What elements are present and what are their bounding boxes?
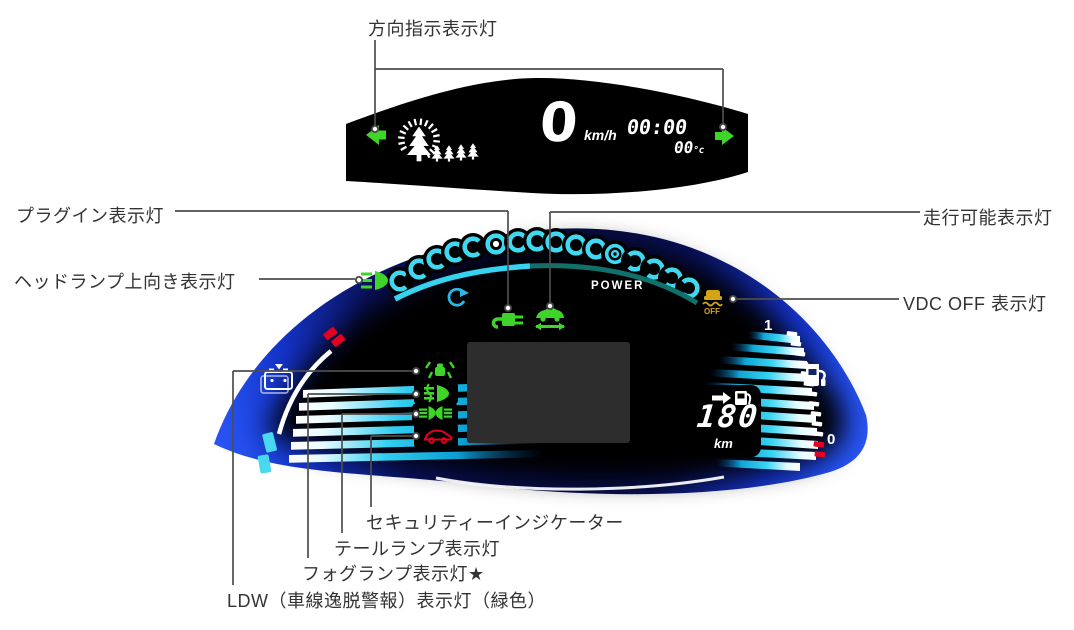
top-display	[346, 77, 748, 195]
callout-line-security	[370, 435, 412, 507]
power-gauge-label: POWER	[591, 280, 645, 292]
left-turn-arrow-icon	[366, 125, 386, 145]
fog-lamp-indicator-icon	[424, 383, 449, 403]
vdc-off-icon-text: OFF	[704, 307, 720, 316]
callout-plug-in: プラグイン表示灯	[16, 206, 164, 226]
callout-tail-lamp: テールランプ表示灯	[334, 539, 500, 559]
callout-line-fog	[307, 393, 412, 558]
callout-line-turn-signal	[374, 40, 724, 127]
charge-low-segment	[262, 432, 277, 453]
callout-line-tail	[341, 413, 412, 533]
right-turn-arrow-icon	[715, 127, 734, 145]
range-to-empty-icon	[712, 391, 752, 405]
cluster-bottom-highlight	[435, 475, 725, 491]
power-arc-right	[529, 263, 699, 306]
vdc-off-indicator-icon	[702, 290, 723, 307]
power-arc-left	[393, 263, 531, 302]
center-info-screen	[467, 342, 630, 443]
callout-lines	[175, 40, 920, 585]
callout-security: セキュリティーインジケーター	[366, 513, 624, 533]
charge-limit-segment	[323, 326, 338, 341]
ldw-indicator-icon	[425, 361, 455, 379]
security-indicator-icon	[424, 429, 453, 444]
regen-arrows-icon	[447, 287, 469, 307]
fuel-gauge-empty-mark: 0	[827, 431, 836, 448]
charge-low-segment	[257, 454, 272, 474]
power-ring-gauge	[386, 227, 703, 302]
tail-lamp-indicator-icon	[419, 406, 452, 420]
callout-line-ldw	[232, 370, 412, 585]
temperature-unit: °c	[692, 145, 706, 156]
speed-value: 0	[537, 91, 580, 154]
fuel-pump-icon	[806, 364, 826, 386]
charge-limit-segment	[331, 333, 346, 348]
fuel-gauge-full-mark: 1	[764, 317, 773, 334]
range-unit: km	[714, 436, 733, 451]
callout-turn-signal: 方向指示表示灯	[368, 19, 498, 39]
top-display-band	[346, 77, 748, 195]
callout-vdc-off: VDC OFF 表示灯	[903, 294, 1047, 314]
icon-halo	[414, 422, 458, 449]
callout-fog-lamp: フォグランプ表示灯★	[302, 564, 485, 584]
speed-unit: km/h	[584, 127, 617, 143]
main-cluster: OFF	[214, 227, 868, 495]
range-value: 180	[695, 399, 761, 435]
callout-line-plug-in	[175, 210, 509, 305]
clock-display: 00:00	[625, 115, 689, 139]
callout-headlamp-high: ヘッドランプ上向き表示灯	[14, 272, 236, 292]
charge-gauge-arc	[276, 349, 333, 435]
callout-line-ready	[549, 211, 920, 303]
icon-halo	[414, 381, 458, 405]
ready-to-drive-indicator-icon	[535, 307, 565, 331]
plug-in-indicator-icon	[491, 313, 523, 329]
high-beam-indicator-icon	[361, 271, 388, 290]
callout-ldw: LDW（車線逸脱警報）表示灯（緑色）	[227, 591, 546, 611]
temperature-display: 00°c	[673, 138, 706, 157]
callout-ready: 走行可能表示灯	[923, 208, 1053, 228]
callout-dots	[354, 123, 738, 440]
